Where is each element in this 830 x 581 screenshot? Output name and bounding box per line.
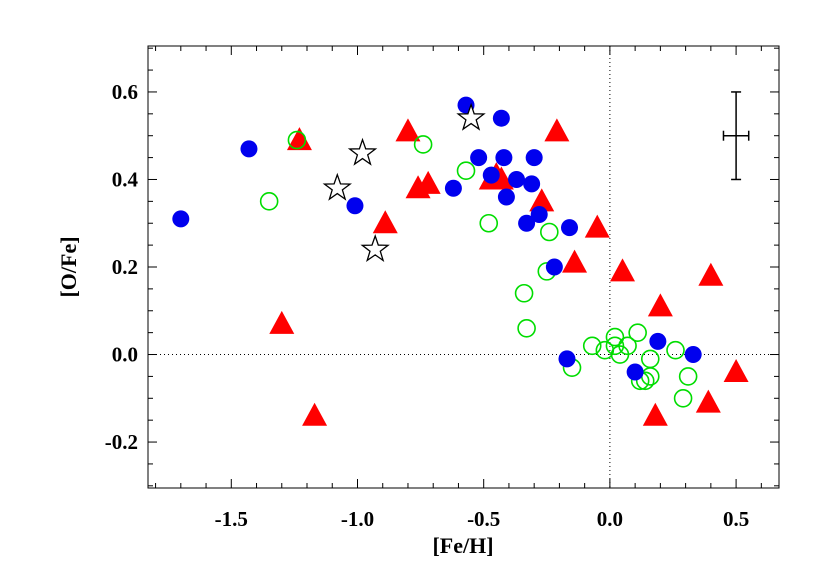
triangle-point [415,170,441,194]
filled-circle-point [482,166,500,184]
y-tick-label: 0.0 [112,343,138,367]
tick-labels: -1.5 -1.0 -0.5 0.0 0.5 -0.2 0.0 0.2 0.4 0.6 [105,80,749,531]
filled-circle-point [470,149,488,167]
triangle-point [698,262,724,286]
open-circle-point [640,349,660,369]
star-point [322,172,352,201]
x-tick-label: 0.5 [723,507,749,531]
open-circle-point [678,367,698,386]
open-circle-point [673,388,693,408]
open-circle-point [605,327,625,347]
filled-circle-point [495,149,513,167]
triangle-point [302,402,328,426]
star-point [347,137,378,166]
open-circle-point [628,323,647,342]
open-circle-point [259,192,279,211]
x-axis-title: [Fe/H] [432,533,493,558]
x-tick-label: -1.0 [341,507,374,531]
star-point [360,234,390,263]
open-circle-point [582,336,602,356]
y-tick-label: 0.6 [112,80,138,104]
open-circle-point [287,130,307,150]
triangle-point [395,118,421,142]
filled-circle-point [525,149,543,167]
open-circle-point [514,283,534,303]
y-tick-label: 0.4 [112,167,139,191]
triangle-point [642,402,668,426]
triangle-point [372,210,398,234]
triangle-point [286,127,312,151]
filled-circle-point [346,197,364,215]
open-circle-point [635,371,655,391]
axis-ticks [148,46,779,488]
data-points [172,96,749,426]
filled-circle-point [172,210,190,228]
open-circle-point [413,135,433,154]
filled-circle-point [240,140,258,158]
y-tick-label: 0.2 [112,255,138,279]
star-point [456,102,486,131]
filled-circle-point [530,205,548,223]
open-circle-point [456,161,476,181]
open-circle-point [640,367,660,386]
triangle-point [695,389,721,413]
x-tick-label: -1.5 [215,507,248,531]
filled-circle-point [649,332,667,350]
y-tick-label: -0.2 [105,430,138,454]
filled-circle-point [444,179,462,197]
triangle-point [584,214,610,238]
filled-circle-point [518,214,536,232]
open-circle-point [618,336,637,356]
filled-circle-point [508,170,526,188]
triangle-point [269,310,295,334]
y-axis-title: [O/Fe] [56,236,81,297]
filled-circle-point [492,109,510,127]
open-circle-point [479,213,499,233]
filled-circle-point [558,350,576,368]
reference-lines [148,46,779,488]
filled-circle-point [545,258,563,276]
error-bar [722,91,750,181]
triangle-point [647,293,673,317]
filled-circle-point [523,175,541,193]
filled-circle-point [497,188,515,206]
x-tick-label: -0.5 [467,507,500,531]
filled-circle-point [561,219,579,237]
filled-circle-point [626,363,644,381]
triangle-point [544,118,570,142]
open-circle-point [666,340,685,360]
open-circle-point [540,222,559,242]
open-circle-point [517,318,536,338]
triangle-point [488,166,514,190]
filled-circle-point [684,346,702,364]
triangle-point [562,249,588,273]
triangle-point [610,258,636,282]
open-circle-point [605,336,625,356]
triangle-point [723,359,749,383]
triangle-point [529,188,555,212]
x-tick-label: 0.0 [597,507,623,531]
